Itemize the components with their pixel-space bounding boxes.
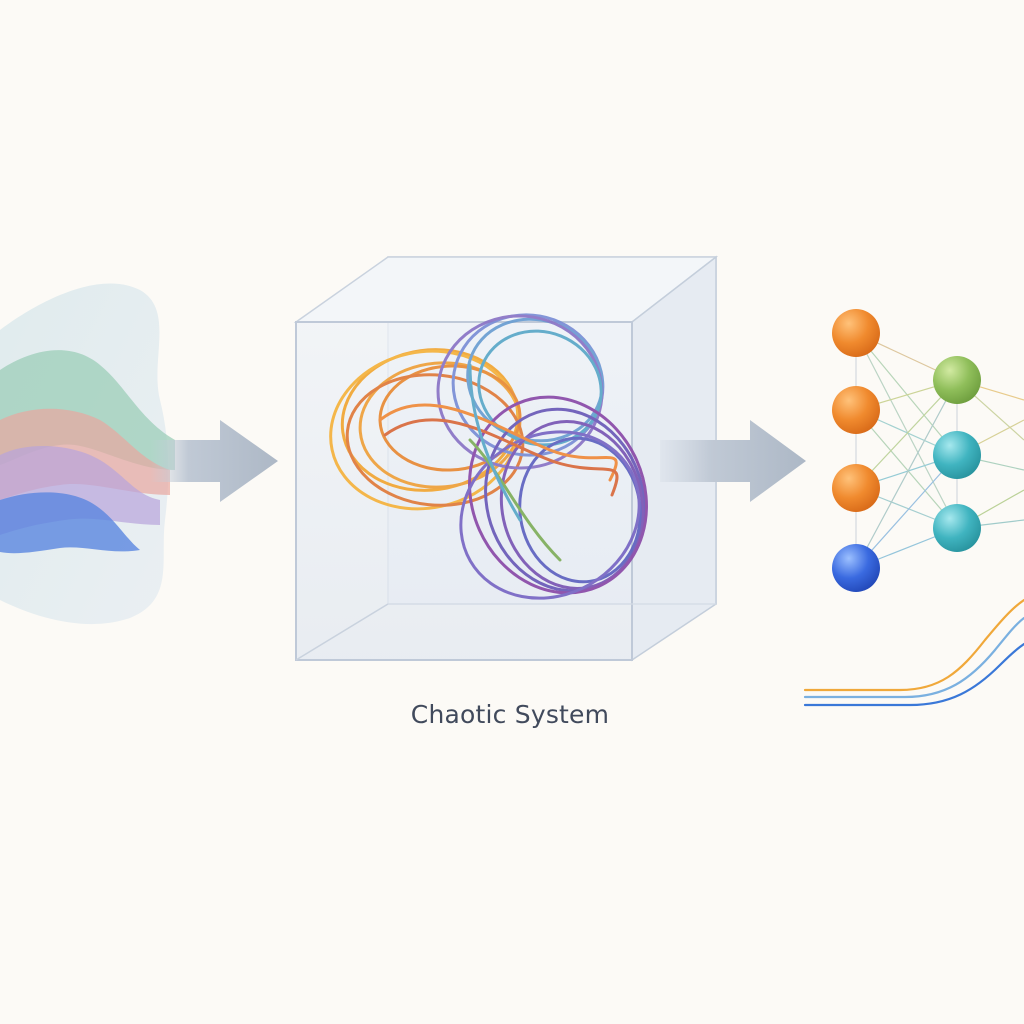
- network-node: [832, 464, 880, 512]
- right-arrow-icon: [150, 420, 278, 502]
- attractor-loops: [329, 313, 648, 600]
- right-arrow-icon: [660, 420, 806, 502]
- neural-network-icon: [832, 309, 1024, 592]
- cube-front-face: [295, 321, 633, 661]
- system-label: Chaotic System: [410, 700, 610, 729]
- signal-lines-icon: [803, 598, 1024, 707]
- signal-line-blue: [803, 642, 1024, 707]
- cube-attractor-icon: [293, 255, 719, 662]
- network-node: [832, 544, 880, 592]
- network-node: [933, 356, 981, 404]
- network-node: [933, 431, 981, 479]
- layered-wave-icon: [0, 283, 175, 625]
- signal-line-lightblue: [803, 616, 1024, 699]
- network-node: [933, 504, 981, 552]
- input-wave-blue: [0, 492, 140, 554]
- signal-line-orange: [803, 598, 1024, 692]
- network-node: [832, 386, 880, 434]
- network-node: [832, 309, 880, 357]
